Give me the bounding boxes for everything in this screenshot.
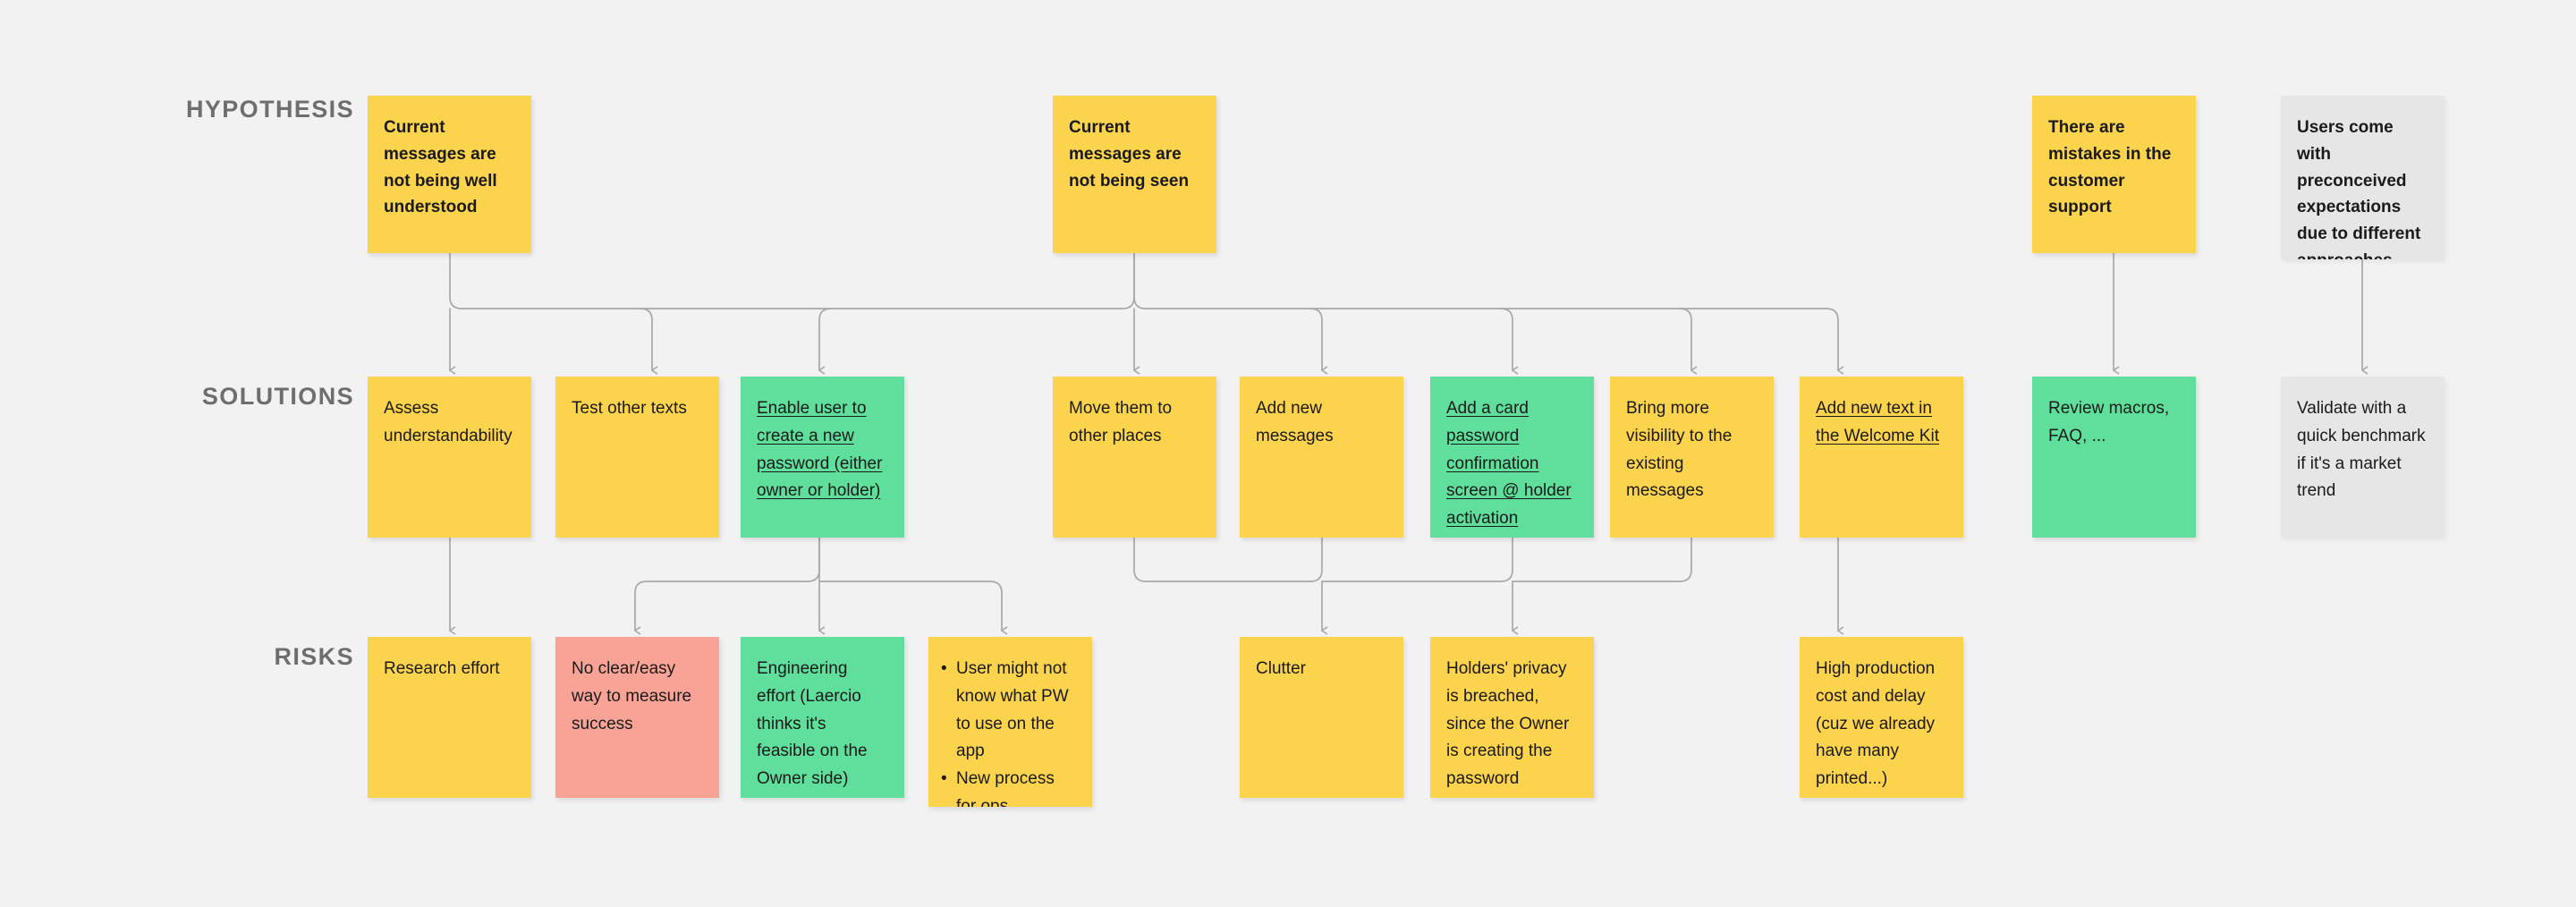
- card-text: Clutter: [1256, 659, 1306, 678]
- hypothesis-card-4[interactable]: Users come with preconceived expectation…: [2281, 96, 2445, 259]
- card-text: Assess understandability: [384, 399, 513, 445]
- hypothesis-card-1[interactable]: Current messages are not being well unde…: [368, 96, 531, 253]
- card-text: Add a card password confirmation screen …: [1446, 399, 1572, 529]
- solution-card-10[interactable]: Validate with a quick benchmark if it's …: [2281, 377, 2445, 538]
- wire-to-s2: [640, 308, 658, 375]
- card-text: No clear/easy way to measure success: [572, 659, 692, 733]
- solution-card-9[interactable]: Review macros, FAQ, ...: [2032, 377, 2196, 538]
- wire-s5-to-bus: [1309, 537, 1323, 582]
- wire-to-s8: [1826, 308, 1844, 375]
- wire-h1-bus: [449, 252, 1123, 309]
- card-text: Add new messages: [1256, 399, 1334, 445]
- wire-s4-to-bus: [1133, 537, 1311, 582]
- wire-s6-to-bus: [1500, 537, 1513, 582]
- risk-card-5[interactable]: Clutter: [1240, 637, 1403, 798]
- row-label-risks: RISKS: [274, 643, 354, 670]
- card-text: Engineering effort (Laercio thinks it's …: [757, 659, 868, 789]
- card-text: Review macros, FAQ, ...: [2048, 399, 2170, 445]
- solution-card-2[interactable]: Test other texts: [555, 377, 719, 538]
- wire-to-s6: [1500, 308, 1519, 375]
- card-text: High production cost and delay (cuz we a…: [1816, 659, 1936, 789]
- card-text: There are mistakes in the customer suppo…: [2048, 118, 2172, 217]
- card-text: Research effort: [384, 659, 500, 678]
- card-text: Validate with a quick benchmark if it's …: [2297, 399, 2426, 501]
- wire-to-s5: [1309, 308, 1328, 375]
- solution-card-8[interactable]: Add new text in the Welcome Kit: [1800, 377, 1963, 538]
- card-text: Users come with preconceived expectation…: [2297, 118, 2421, 259]
- wire-s7-to-bus: [1512, 537, 1692, 582]
- list-item: New process for ops: [941, 766, 1076, 807]
- card-text: Bring more visibility to the existing me…: [1626, 399, 1733, 501]
- card-text: Current messages are not being well unde…: [384, 118, 497, 217]
- card-text: Test other texts: [572, 399, 687, 418]
- risk-card-2[interactable]: No clear/easy way to measure success: [555, 637, 719, 798]
- wire-s3-to-r4: [818, 581, 1008, 635]
- wire-s3-to-r2: [634, 537, 820, 635]
- risk-card-3[interactable]: Engineering effort (Laercio thinks it's …: [741, 637, 904, 798]
- wire-h2-bus-left: [1122, 252, 1135, 309]
- card-text: Holders' privacy is breached, since the …: [1446, 659, 1570, 789]
- card-text: Move them to other places: [1069, 399, 1173, 445]
- risk-card-4[interactable]: User might not know what PW to use on th…: [928, 637, 1092, 807]
- risk-card-7[interactable]: High production cost and delay (cuz we a…: [1800, 637, 1963, 798]
- row-label-solutions: SOLUTIONS: [201, 383, 354, 410]
- row-label-hypothesis: HYPOTHESIS: [185, 96, 354, 123]
- list-item: User might not know what PW to use on th…: [941, 656, 1076, 766]
- card-text: Add new text in the Welcome Kit: [1816, 399, 1939, 445]
- solution-card-1[interactable]: Assess understandability: [368, 377, 531, 538]
- risk-card-1[interactable]: Research effort: [368, 637, 531, 798]
- wire-h2-bus-right: [1133, 252, 1827, 309]
- solution-card-7[interactable]: Bring more visibility to the existing me…: [1610, 377, 1774, 538]
- solution-card-6[interactable]: Add a card password confirmation screen …: [1430, 377, 1594, 538]
- hypothesis-card-2[interactable]: Current messages are not being seen: [1053, 96, 1216, 253]
- wire-to-s7: [1679, 308, 1698, 375]
- solution-card-5[interactable]: Add new messages: [1240, 377, 1403, 538]
- card-text: Current messages are not being seen: [1069, 118, 1190, 191]
- risk-bullet-list: User might not know what PW to use on th…: [941, 656, 1076, 807]
- risk-card-6[interactable]: Holders' privacy is breached, since the …: [1430, 637, 1594, 798]
- solution-card-4[interactable]: Move them to other places: [1053, 377, 1216, 538]
- card-text: Enable user to create a new password (ei…: [757, 399, 883, 501]
- hypothesis-card-3[interactable]: There are mistakes in the customer suppo…: [2032, 96, 2196, 253]
- solution-card-3[interactable]: Enable user to create a new password (ei…: [741, 377, 904, 538]
- wire-to-s3: [818, 308, 832, 375]
